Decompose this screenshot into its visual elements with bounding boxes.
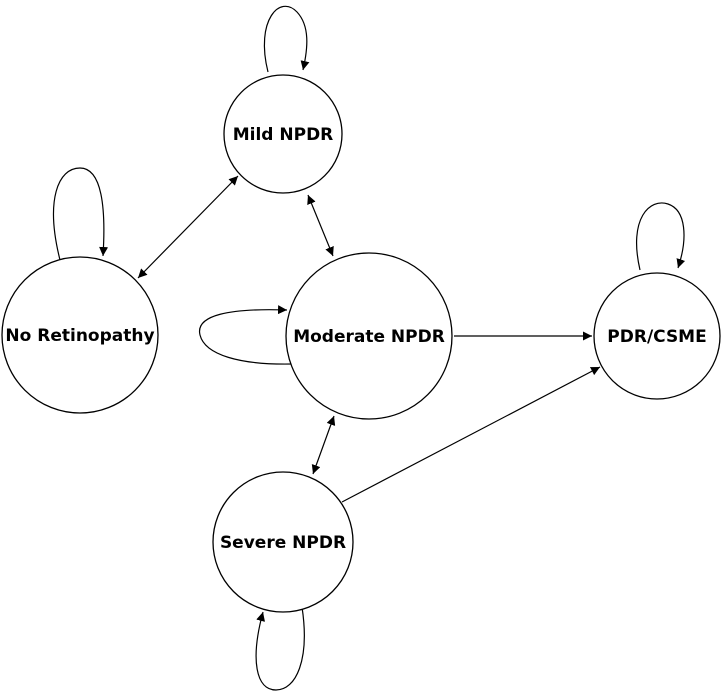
node-moderate-npdr-circle [285,252,453,420]
node-moderate-npdr-label: Moderate NPDR [293,327,445,347]
node-pdr-csme-label: PDR/CSME [607,327,706,347]
self-loop-mild [263,5,310,73]
node-moderate-npdr[interactable]: Moderate NPDR [285,252,453,420]
node-no-retinopathy[interactable]: No Retinopathy [1,256,159,414]
self-loop-moderate [199,305,293,365]
edge-none-mild [137,175,239,279]
node-no-retinopathy-circle [1,256,159,414]
edge-severe-pdr [341,366,601,503]
edges [52,5,686,691]
edge-mild-moderate [307,194,334,257]
edge-moderate-severe [311,415,336,475]
node-pdr-csme[interactable]: PDR/CSME [593,272,721,400]
self-loop-none [52,167,109,261]
node-severe-npdr-circle [212,471,354,613]
node-mild-npdr-circle [223,74,343,194]
node-pdr-csme-circle [593,272,721,400]
node-no-retinopathy-label: No Retinopathy [5,326,154,346]
self-loop-pdr [635,202,686,271]
self-loop-severe [255,606,305,691]
node-mild-npdr-label: Mild NPDR [233,125,334,145]
node-severe-npdr[interactable]: Severe NPDR [212,471,354,613]
node-severe-npdr-label: Severe NPDR [220,533,346,553]
node-mild-npdr[interactable]: Mild NPDR [223,74,343,194]
